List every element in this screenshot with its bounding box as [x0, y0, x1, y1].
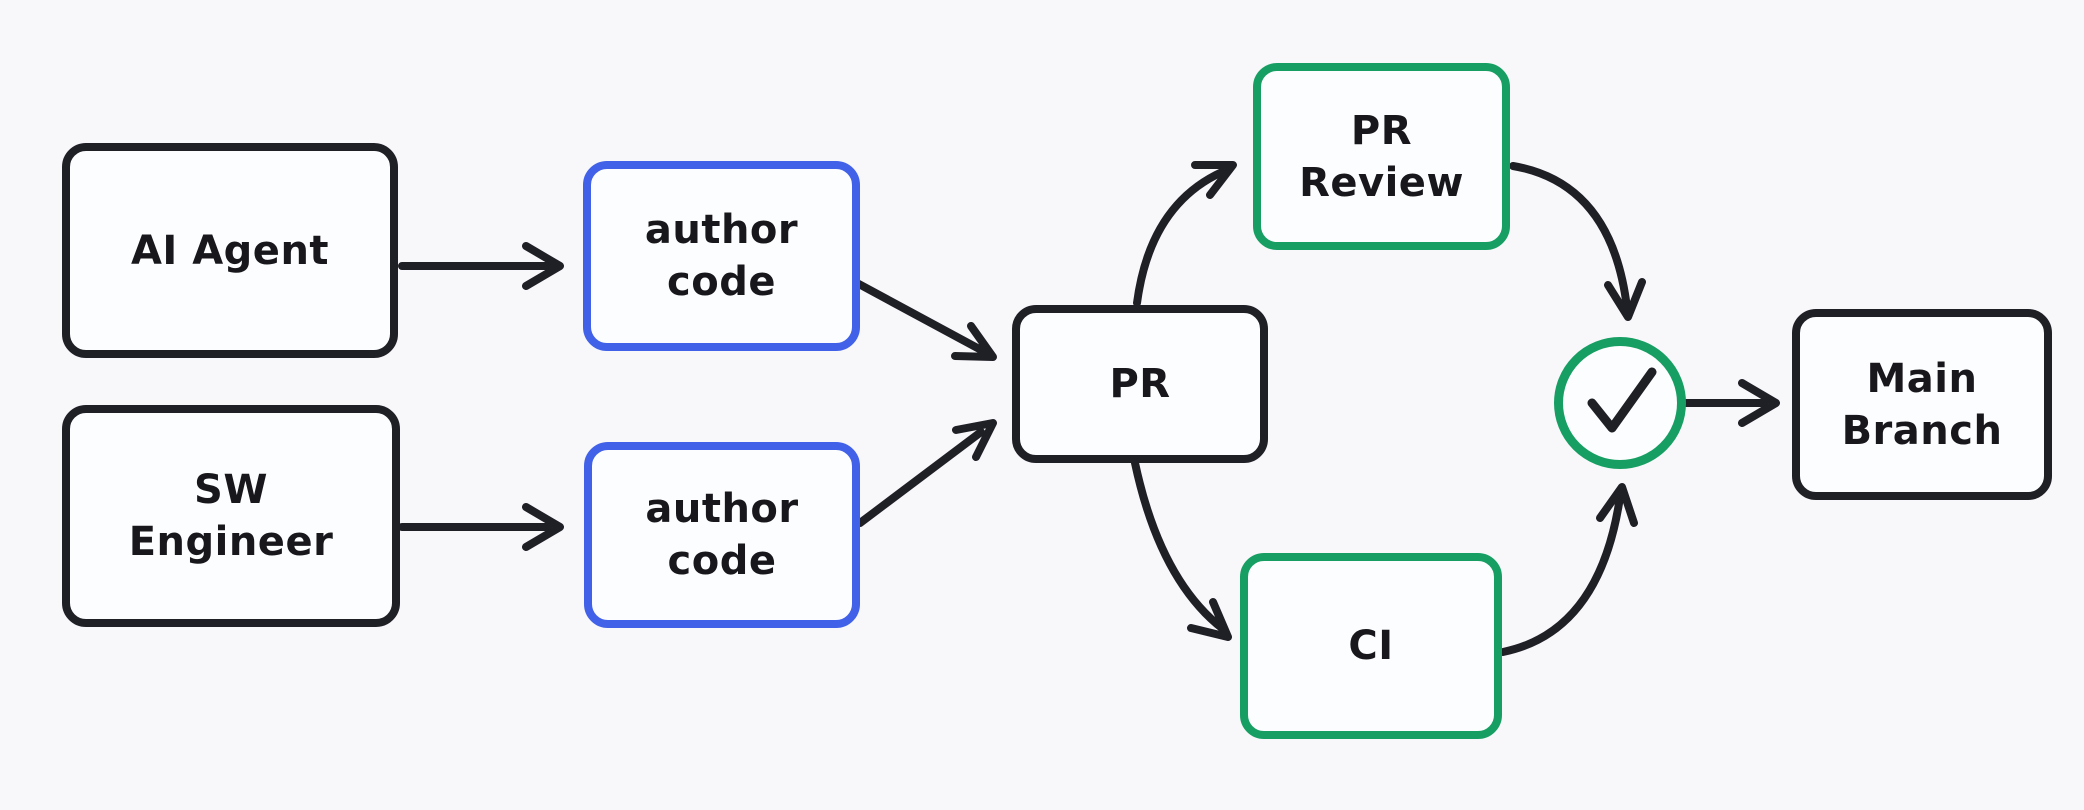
edge-pr-review-to-approval: [1509, 162, 1646, 321]
node-main-branch-label: Main Branch: [1841, 355, 2003, 454]
node-author-code-top: author code: [583, 161, 860, 351]
edge-pr-to-ci: [1131, 459, 1232, 641]
node-ai-agent-label: AI Agent: [130, 227, 330, 274]
node-author-code-bottom: author code: [584, 442, 860, 628]
edge-author-code-top-to-pr: [853, 279, 997, 361]
edge-author-code-bottom-to-pr: [856, 419, 997, 527]
check-icon: [1563, 346, 1677, 460]
node-ci: CI: [1240, 553, 1502, 739]
node-sw-engineer: SW Engineer: [62, 405, 400, 627]
node-sw-engineer-label: SW Engineer: [128, 467, 334, 565]
edge-approval-to-main-branch: [1682, 379, 1780, 427]
node-pr: PR: [1012, 305, 1268, 463]
node-ai-agent: AI Agent: [62, 143, 398, 358]
node-author-code-top-label: author code: [644, 207, 799, 305]
edge-ai-agent-to-author-code: [398, 242, 564, 290]
edge-pr-to-pr-review: [1133, 161, 1237, 307]
node-pr-review-label: PR Review: [1299, 107, 1464, 206]
node-ci-label: CI: [1348, 623, 1394, 669]
node-pr-label: PR: [1109, 361, 1171, 407]
node-approval: [1554, 337, 1686, 469]
node-pr-review: PR Review: [1253, 63, 1510, 250]
edge-sw-engineer-to-author-code: [398, 503, 564, 551]
node-main-branch: Main Branch: [1792, 309, 2052, 500]
node-author-code-bottom-label: author code: [645, 486, 799, 584]
edge-ci-to-approval: [1499, 483, 1638, 656]
